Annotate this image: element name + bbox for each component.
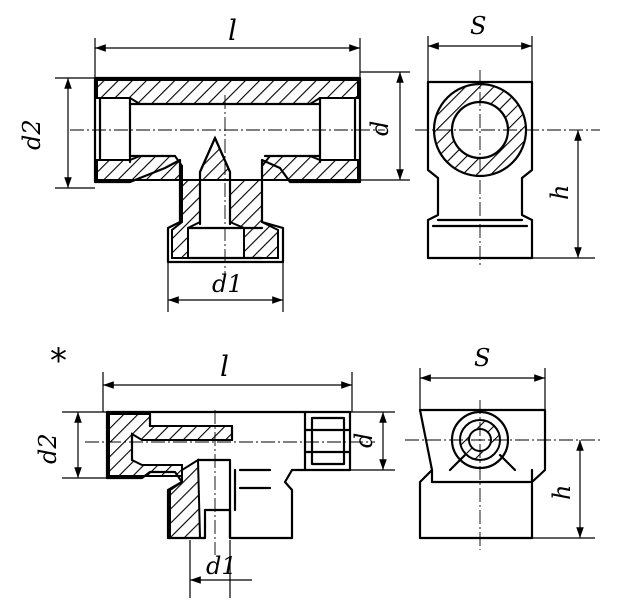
label-h-top: h <box>546 185 574 200</box>
label-h-bottom: h <box>548 485 576 500</box>
top-side-view <box>415 36 600 265</box>
top-front-view <box>55 38 410 312</box>
label-l-top: l <box>228 14 237 47</box>
asterisk-marker: * <box>50 341 67 381</box>
label-d1-bottom: d1 <box>206 552 237 580</box>
label-s-bottom: S <box>474 344 490 372</box>
label-s-top: S <box>470 12 486 40</box>
label-l-bottom: l <box>220 350 229 383</box>
label-d2-top: d2 <box>18 119 46 150</box>
label-d2-bottom: d2 <box>34 433 62 464</box>
bottom-front-view <box>62 372 395 598</box>
label-d1-top: d1 <box>212 270 243 298</box>
label-d-bottom: d <box>350 433 378 448</box>
label-d-top: d <box>366 121 394 136</box>
bottom-side-view <box>405 368 600 550</box>
